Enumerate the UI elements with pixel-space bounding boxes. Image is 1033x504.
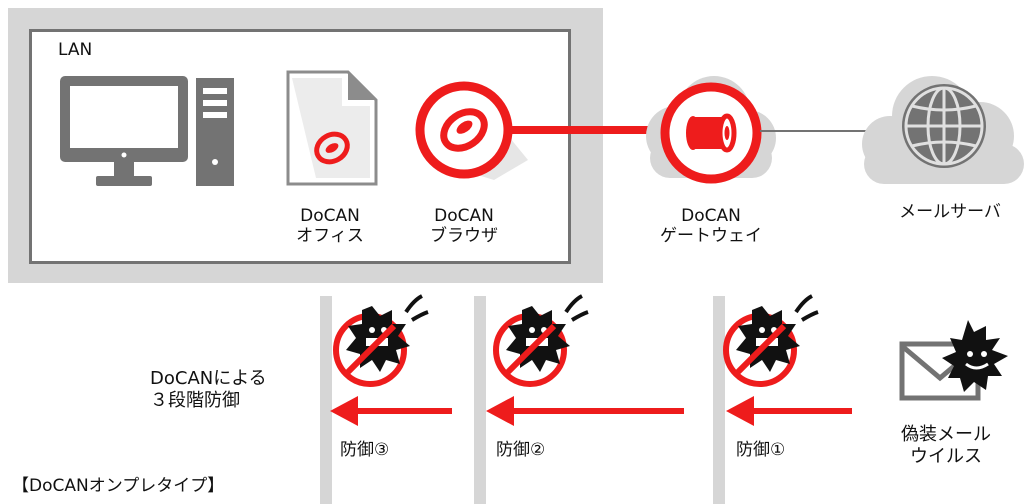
arrow-head: [330, 396, 358, 426]
arrow-line: [356, 408, 452, 414]
globe-icon: [898, 80, 990, 172]
defense-pillar-1: [713, 296, 725, 504]
arrow-head: [726, 396, 754, 426]
defense-3-label: 防御③: [340, 440, 390, 460]
defense-2-label: 防御②: [496, 440, 546, 460]
defense-heading: DoCANによる ３段階防御: [150, 368, 267, 411]
arrow-line: [512, 408, 684, 414]
defense-1-label: 防御①: [736, 440, 786, 460]
docan-gateway-icon: [659, 81, 763, 185]
blocked-virus-icon: [330, 290, 440, 390]
docan-browser-icon: [414, 80, 528, 180]
lan-label: LAN: [58, 40, 93, 60]
defense-pillar-3: [320, 296, 332, 504]
arrow-line: [752, 408, 852, 414]
docan-office-document-icon: [286, 70, 378, 186]
fake-mail-virus-label: 偽装メール ウイルス: [901, 424, 991, 467]
mail-server-label: メールサーバ: [899, 202, 1001, 222]
docan-gateway-label: DoCAN ゲートウェイ: [660, 206, 762, 246]
blocked-virus-icon: [720, 290, 830, 390]
docan-browser-label: DoCAN ブラウザ: [430, 206, 498, 246]
blocked-virus-icon: [490, 290, 600, 390]
fake-mail-virus-icon: [898, 318, 1018, 410]
arrow-head: [486, 396, 514, 426]
defense-pillar-2: [474, 296, 486, 504]
docan-office-label: DoCAN オフィス: [296, 206, 364, 246]
diagram-title: 【DoCANオンプレタイプ】: [12, 476, 225, 496]
browser-gateway-link: [506, 126, 666, 134]
gateway-mailserver-link: [760, 130, 880, 132]
desktop-computer-icon: [60, 76, 250, 192]
